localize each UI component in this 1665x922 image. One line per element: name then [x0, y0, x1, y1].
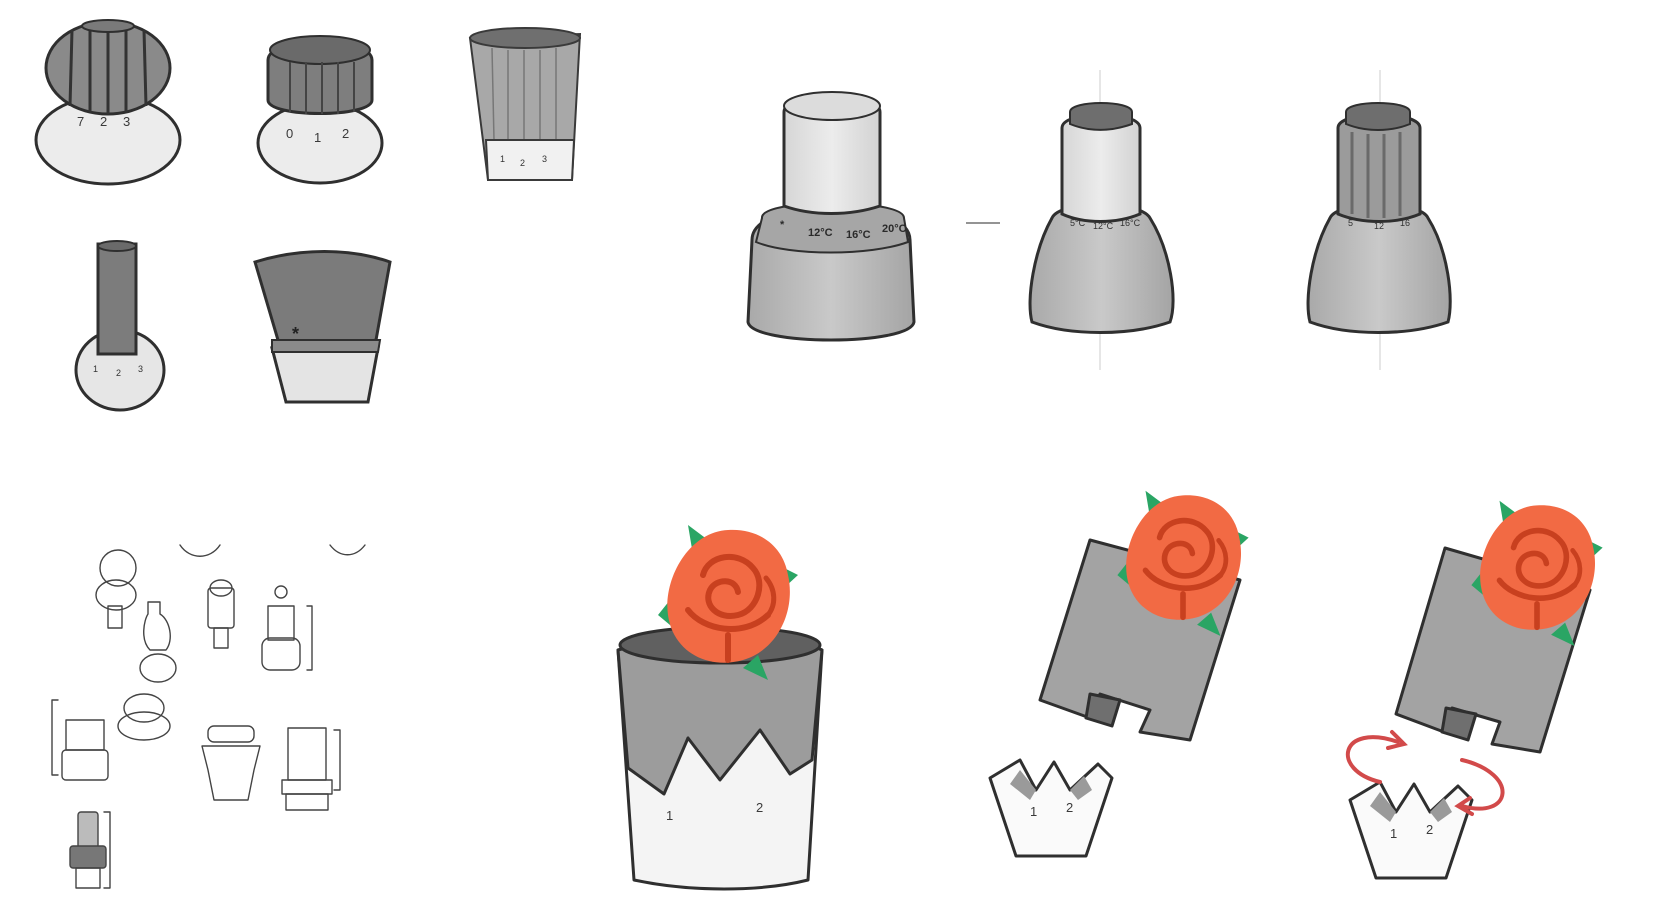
rotate-arrow-icon	[1345, 730, 1408, 784]
crown-a-label-2: 2	[1066, 800, 1073, 815]
crown-b-label-2: 2	[1426, 822, 1433, 837]
crown-b-label-1: 1	[1390, 826, 1397, 841]
dial-b-label-2: 12°C	[1093, 221, 1114, 231]
dial-b-label-1: 5°C	[1070, 218, 1086, 228]
knob-a-label-1: 7	[77, 114, 84, 129]
dial-c-label-2: 12	[1374, 221, 1384, 231]
dial-c-label-1: 5	[1348, 218, 1353, 228]
knob-e-marker: *	[292, 324, 299, 344]
dial-a-star: *	[780, 219, 785, 231]
knob-c-label-2: 2	[520, 158, 525, 168]
knob-c-label-3: 3	[542, 154, 547, 164]
knob-b-label-3: 2	[342, 126, 349, 141]
dial-b-label-3: 16°C	[1120, 218, 1141, 228]
knob-sketch-two-tier: *	[253, 250, 392, 404]
dial-a-temp-3: 20°C	[882, 223, 907, 235]
crown-a-label-1: 1	[1030, 804, 1037, 819]
dial-a-temp-1: 12°C	[808, 227, 833, 239]
dial-render-wide: * 12°C 16°C 20°C	[746, 91, 916, 342]
dial-render-narrow-ribbed: 5 12 16	[1306, 70, 1452, 370]
knob-d-label-2: 2	[116, 368, 121, 378]
rose-cap-rotation: 1 2	[1345, 501, 1603, 880]
dial-render-narrow-plain: 5°C 12°C 16°C	[1028, 70, 1175, 370]
knob-b-label-1: 0	[286, 126, 293, 141]
dial-a-temp-2: 16°C	[846, 229, 871, 241]
knob-a-label-2: 2	[100, 114, 107, 129]
thumbnail-sketch-cluster	[51, 544, 366, 889]
knob-b-label-2: 1	[314, 130, 321, 145]
knob-sketch-ribbed-dome: 7 2 3	[34, 19, 182, 186]
rose-cap-separated: 1 2	[988, 491, 1249, 858]
knob-d-label-3: 3	[138, 364, 143, 374]
knob-d-label-1: 1	[93, 364, 98, 374]
knob-sketch-tall-cylinder: 1 2 3	[468, 27, 582, 181]
knob-sketch-flat-top: 0 1 2	[256, 35, 384, 185]
cup-label-1: 1	[666, 808, 673, 823]
knob-sketch-stem-ball: 1 2 3	[74, 240, 166, 412]
rotate-arrow-icon	[1454, 758, 1505, 816]
knob-a-label-3: 3	[123, 114, 130, 129]
cup-label-2: 2	[756, 800, 763, 815]
dial-c-label-3: 16	[1400, 218, 1410, 228]
rose-cap-assembled: 1 2	[616, 525, 824, 891]
knob-c-label-1: 1	[500, 154, 505, 164]
